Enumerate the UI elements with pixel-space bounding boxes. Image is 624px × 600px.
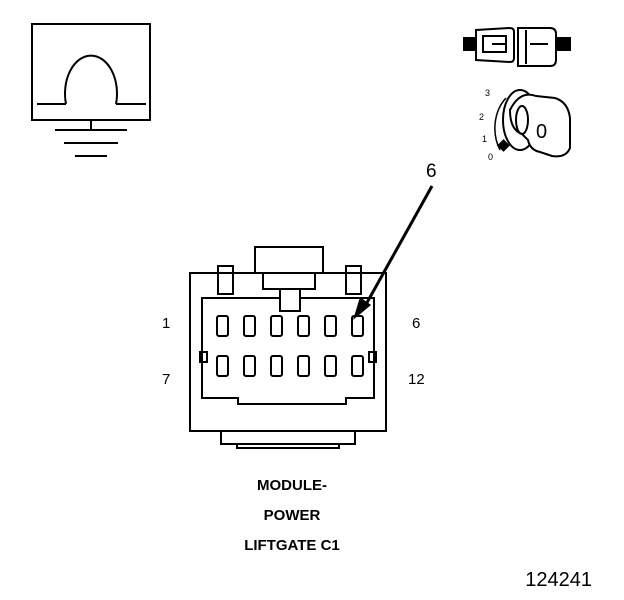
pin-label-7: 7 bbox=[162, 371, 170, 388]
pin-cavity-3 bbox=[270, 315, 283, 337]
pin-cavity-5 bbox=[324, 315, 337, 337]
inline-connector-icon bbox=[463, 26, 571, 67]
connector-title-line-2: POWER bbox=[264, 507, 321, 524]
pin-label-6: 6 bbox=[412, 315, 420, 332]
callout-arrow bbox=[353, 185, 434, 320]
pin-label-12: 12 bbox=[408, 371, 425, 388]
pin-cavity-8 bbox=[243, 355, 256, 377]
pin-cavity-11 bbox=[324, 355, 337, 377]
pin-cavity-2 bbox=[243, 315, 256, 337]
pin-cavity-9 bbox=[270, 355, 283, 377]
pin-cavities bbox=[216, 315, 364, 377]
figure-number: 124241 bbox=[525, 569, 592, 591]
ignition-key-icon: 3 2 1 0 0 bbox=[479, 88, 571, 162]
ground-symbol-icon bbox=[31, 23, 151, 157]
connector-title-line-3: LIFTGATE C1 bbox=[244, 537, 340, 554]
pin-cavity-1 bbox=[216, 315, 229, 337]
callout-pin-label: 6 bbox=[426, 161, 437, 182]
key-face-label: 0 bbox=[536, 121, 547, 143]
ignition-position-0: 0 bbox=[488, 152, 493, 162]
connector-face bbox=[189, 246, 387, 449]
connector-title-line-1: MODULE- bbox=[257, 477, 327, 494]
ignition-position-3: 3 bbox=[485, 88, 490, 98]
pin-cavity-10 bbox=[297, 355, 310, 377]
pin-cavity-6 bbox=[351, 315, 364, 337]
ignition-position-2: 2 bbox=[479, 112, 484, 122]
pin-cavity-12 bbox=[351, 355, 364, 377]
pin-cavity-4 bbox=[297, 315, 310, 337]
pin-label-1: 1 bbox=[162, 315, 170, 332]
ignition-position-1: 1 bbox=[482, 134, 487, 144]
pin-cavity-7 bbox=[216, 355, 229, 377]
